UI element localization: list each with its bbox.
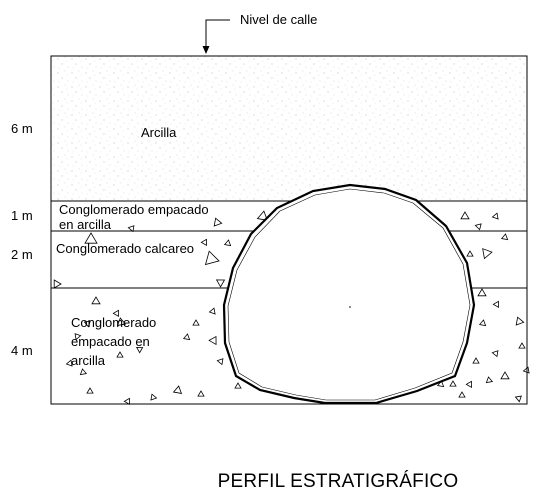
gravel-symbol [477, 288, 487, 297]
gravel-symbol [215, 279, 226, 288]
gravel-symbol [116, 351, 124, 358]
tunnel-outline-inner [227, 188, 471, 401]
gravel-symbol [197, 390, 205, 397]
gravel-symbol [449, 380, 457, 387]
clay-layer-fill [51, 56, 527, 201]
gravel-symbol [116, 317, 127, 326]
street-level-label: Nivel de calle [240, 12, 317, 27]
gravel-symbol [256, 210, 268, 221]
thickness-label-clay: 6 m [11, 121, 33, 136]
gravel-symbol [491, 212, 499, 220]
tunnel-center-point [349, 306, 351, 308]
gravel-symbols [53, 210, 530, 406]
gravel-symbol [112, 309, 119, 318]
gravel-symbol [522, 366, 530, 374]
gravel-symbol [200, 238, 207, 247]
gravel-symbol [208, 307, 216, 315]
layer-name-packed-conglomerate-line-2: en arcilla [59, 217, 112, 232]
gravel-symbol [83, 320, 91, 328]
gravel-symbol [485, 376, 494, 384]
gravel-symbol [472, 357, 480, 364]
gravel-symbol [213, 217, 223, 227]
gravel-symbol [518, 342, 526, 349]
gravel-symbol [208, 335, 217, 346]
profile-frame [50, 55, 528, 405]
gravel-symbol [234, 382, 242, 389]
gravel-symbol [74, 333, 82, 341]
gravel-symbol [223, 239, 232, 247]
gravel-symbol [204, 250, 220, 266]
gravel-symbol [466, 250, 474, 257]
layer-name-calcareous-conglomerate: Conglomerado calcareo [56, 241, 194, 256]
tunnel-outline-outer [222, 183, 476, 405]
gravel-symbol [216, 358, 224, 366]
gravel-symbol [478, 319, 487, 327]
drawing-title: PERFIL ESTRATIGRÁFICO [218, 471, 459, 492]
gravel-symbol [192, 319, 200, 326]
gravel-symbol [515, 316, 525, 326]
gravel-symbol [172, 385, 183, 394]
gravel-symbol [150, 393, 158, 401]
gravel-symbol [500, 371, 510, 380]
tunnel-section [222, 183, 476, 405]
gravel-symbol [460, 211, 470, 220]
gravel-symbol [84, 232, 98, 244]
gravel-symbol [458, 391, 466, 398]
street-level-marker [202, 19, 230, 54]
gravel-symbol [86, 387, 94, 394]
layer-name-bottom-conglomerate-line-3: arcilla [71, 353, 106, 368]
layer-name-clay: Arcilla [141, 125, 177, 140]
thickness-label-packed-conglomerate: 1 m [11, 208, 33, 223]
gravel-symbol [465, 380, 472, 389]
gravel-symbol [474, 223, 482, 231]
gravel-symbol [127, 225, 135, 233]
layer-name-bottom-conglomerate-line-2: empacado en [71, 334, 150, 349]
gravel-symbol [53, 279, 62, 289]
gravel-symbol [482, 248, 493, 260]
gravel-symbol [79, 368, 88, 376]
gravel-symbol [514, 395, 522, 403]
gravel-symbol [491, 350, 499, 358]
thickness-label-calcareous-conglomerate: 2 m [11, 247, 33, 262]
gravel-symbol [65, 359, 73, 367]
layer-name-packed-conglomerate-line-1: Conglomerado empacado [59, 202, 209, 217]
gravel-symbol [492, 300, 499, 309]
gravel-symbol [436, 380, 445, 388]
gravel-symbol [123, 397, 130, 406]
thickness-label-bottom-conglomerate: 4 m [11, 343, 33, 358]
gravel-symbol [135, 347, 144, 354]
gravel-symbol [182, 333, 191, 341]
gravel-symbol [91, 296, 101, 305]
gravel-symbol [500, 233, 509, 241]
layer-name-bottom-conglomerate-line-1: Conglomerado [71, 315, 156, 330]
